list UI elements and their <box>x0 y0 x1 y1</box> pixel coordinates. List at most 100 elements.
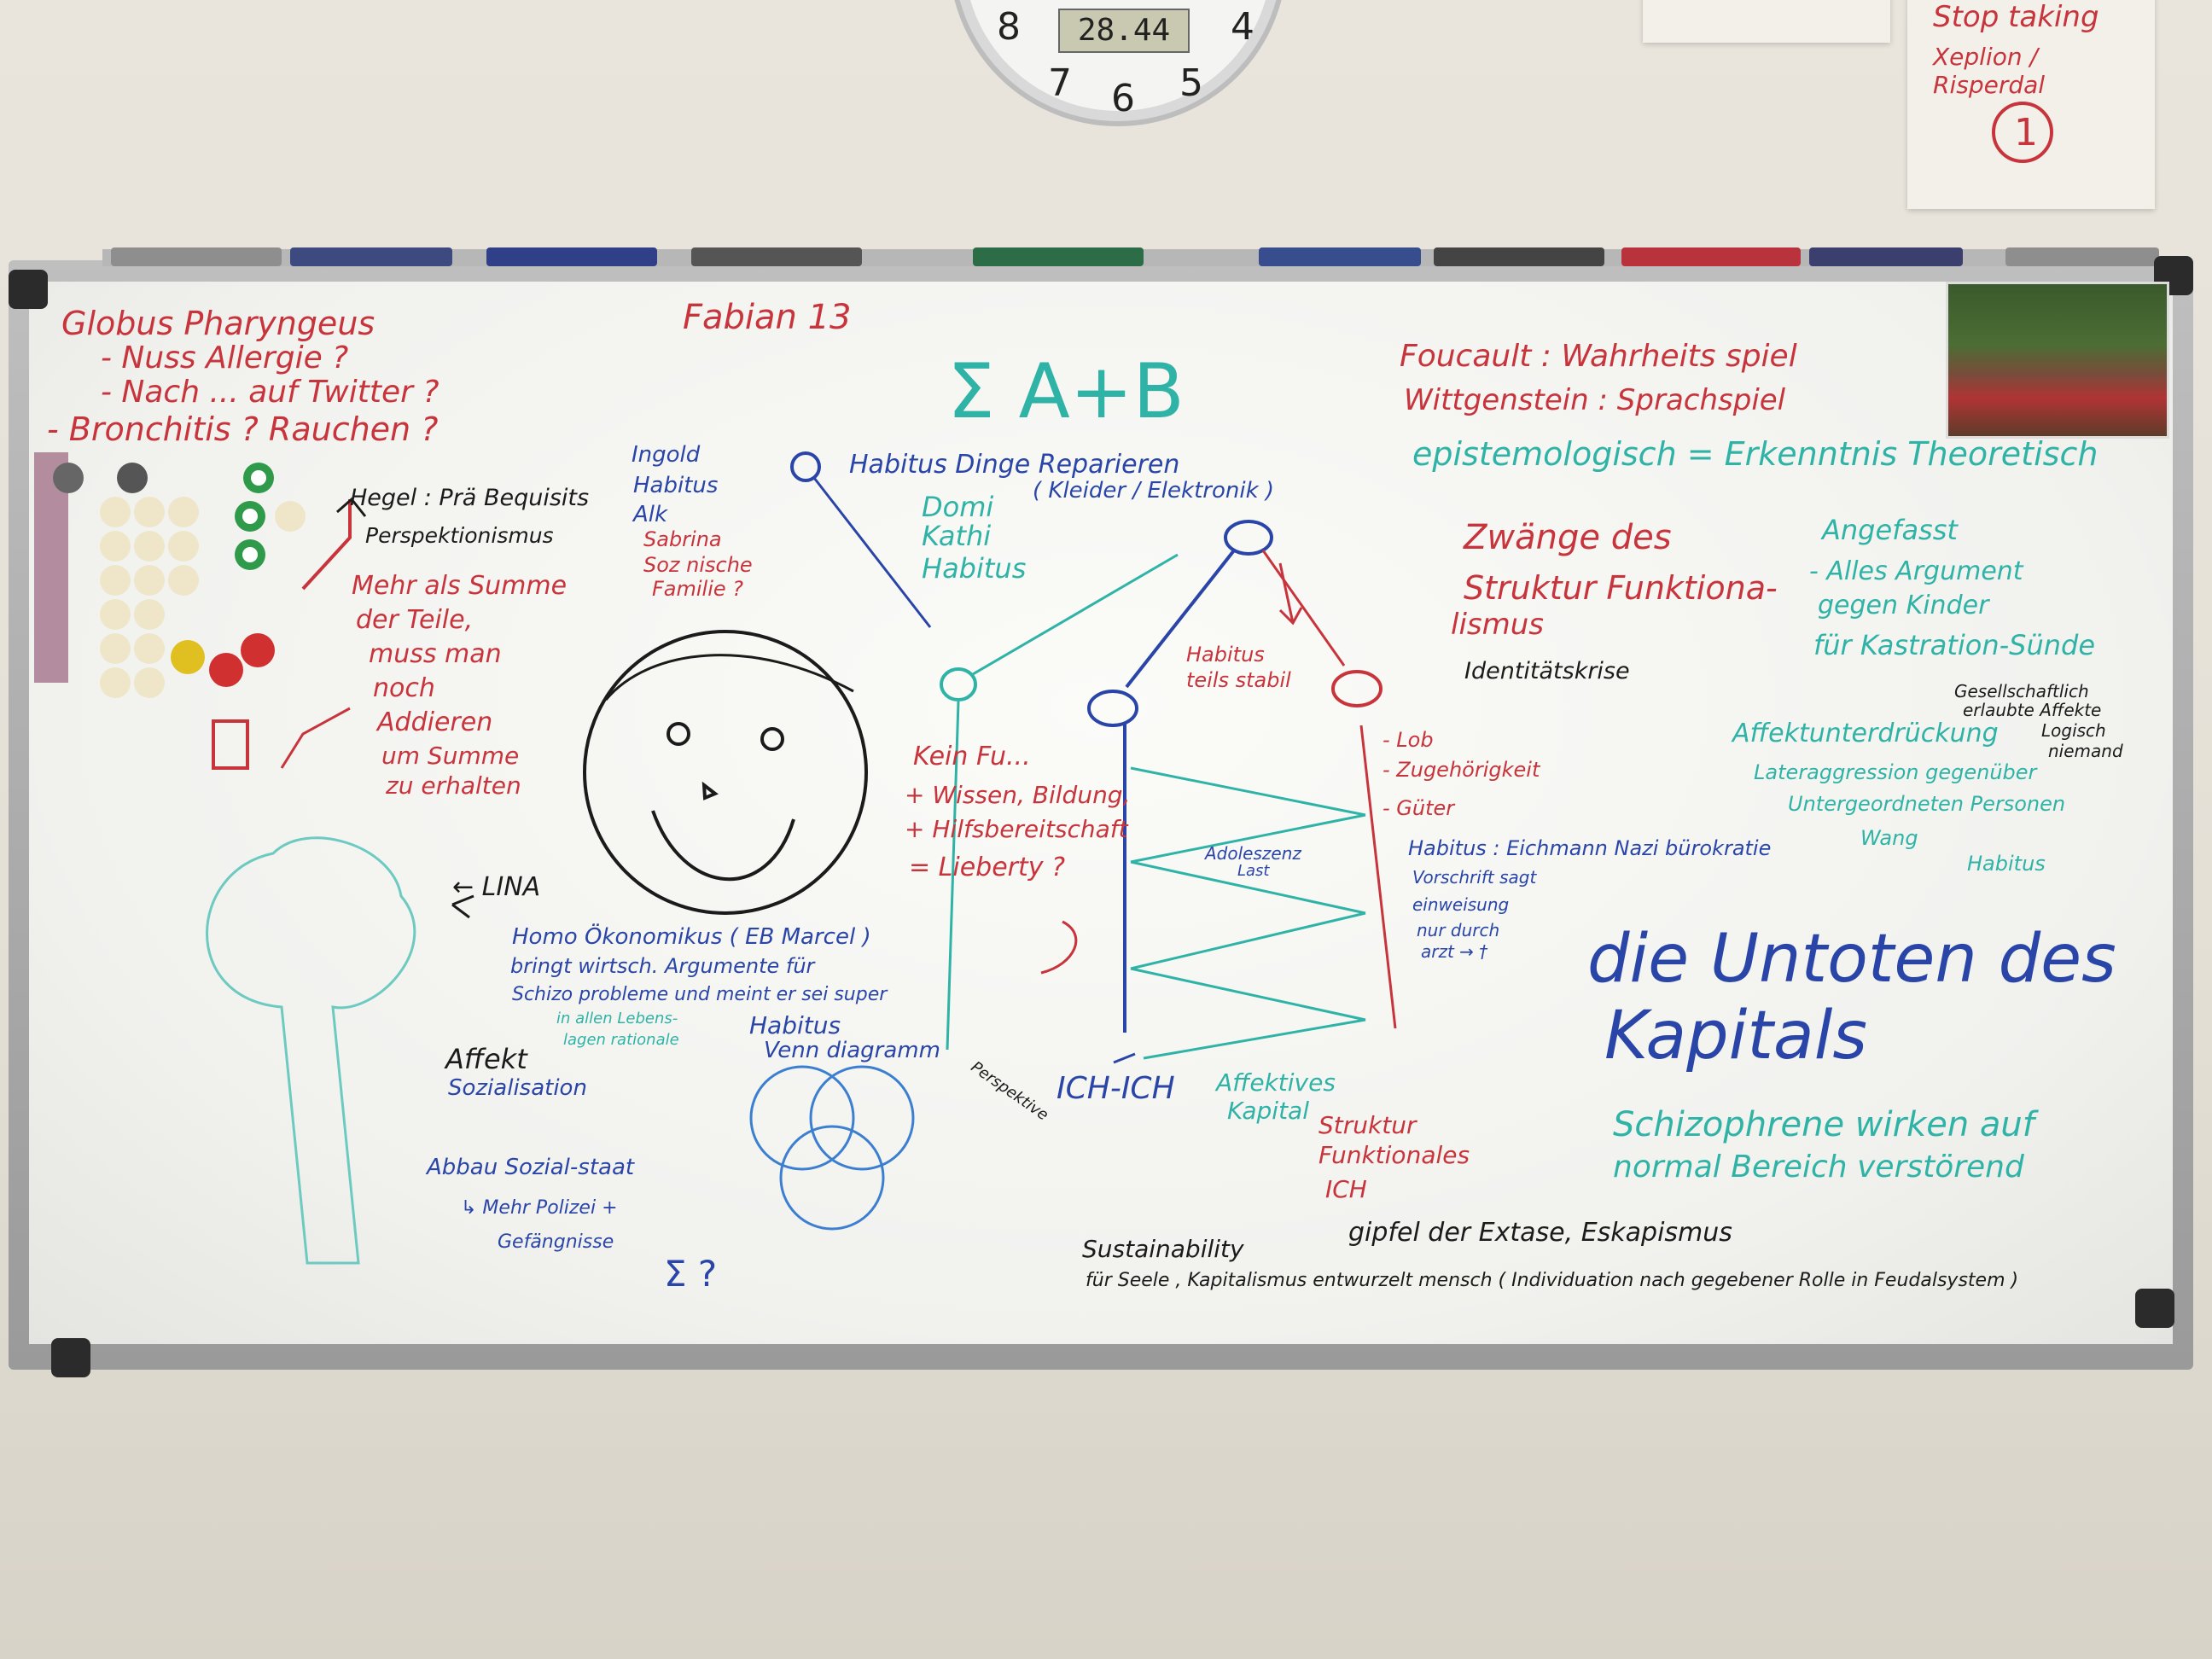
lob-line-1: - Lob <box>1382 728 1434 752</box>
ingold-line-6: Familie ? <box>652 577 744 601</box>
clock-number-8: 8 <box>997 5 1021 49</box>
adoleszenz-line-1: Adoleszenz <box>1205 843 1301 864</box>
struktur-line-1: Struktur <box>1318 1111 1417 1139</box>
zwaenge-line-1: Zwänge des <box>1464 518 1672 557</box>
marker-2[interactable] <box>290 247 452 266</box>
whiteboard-surface <box>29 282 2173 1344</box>
ingold-line-4: Sabrina <box>643 527 722 551</box>
gesellschaft-line-3: Logisch <box>2041 720 2106 741</box>
homo-line-5: lagen rationale <box>563 1031 679 1049</box>
ich-ich-label: ICH-ICH <box>1057 1071 1175 1106</box>
note-title: Stop taking <box>1933 0 2099 34</box>
kein-line-4: = Lieberty ? <box>909 853 1065 882</box>
marker-7[interactable] <box>1434 247 1604 266</box>
affektunterdrueckung-line-5: Habitus <box>1967 852 2046 876</box>
magnets-cluster <box>34 452 306 698</box>
kein-line-3: + Hilfsbereitschaft <box>905 815 1128 843</box>
lob-line-2: - Zugehörigkeit <box>1382 758 1540 782</box>
gesellschaft-line-2: erlaubte Affekte <box>1963 700 2102 720</box>
gesellschaft-line-4: niemand <box>2048 741 2123 761</box>
marker-5[interactable] <box>973 247 1144 266</box>
domi-line-3: Habitus <box>922 552 1027 585</box>
lob-line-3: - Güter <box>1382 796 1455 820</box>
marker-3[interactable] <box>486 247 657 266</box>
eichmann-line-2: Vorschrift sagt <box>1412 867 1537 888</box>
eichmann-line-4: nur durch <box>1417 920 1500 940</box>
fuer-seele-label: für Seele , Kapitalismus entwurzelt mens… <box>1086 1270 2019 1291</box>
eichmann-line-1: Habitus : Eichmann Nazi bürokratie <box>1408 836 1772 860</box>
domi-line-2: Kathi <box>922 520 992 552</box>
clock-face <box>954 0 1282 126</box>
mehr-line-4: noch <box>373 673 435 703</box>
eichmann-line-3: einweisung <box>1412 894 1510 915</box>
note-line: Xeplion / Risperdal <box>1933 43 2046 99</box>
sticky-note-left <box>1643 0 1890 43</box>
schizophrene-line-1: Schizophrene wirken auf <box>1613 1105 2034 1144</box>
clock-number-4: 4 <box>1231 5 1254 49</box>
zwaenge-line-3: lismus <box>1451 608 1544 642</box>
untoten-heading: die Untoten des <box>1587 921 2116 998</box>
sozialisation-label: Sozialisation <box>448 1075 587 1101</box>
frame-corner-bl <box>51 1338 90 1377</box>
marker-9[interactable] <box>1809 247 1963 266</box>
sustainability-label: Sustainability <box>1082 1235 1244 1263</box>
note-twitter: - Nach ... auf Twitter ? <box>101 375 439 410</box>
marker-10[interactable] <box>2005 247 2159 266</box>
venn-label: Venn diagramm <box>764 1038 940 1063</box>
schizophrene-line-2: normal Bereich verstörend <box>1613 1150 2024 1185</box>
wittgenstein-line: Wittgenstein : Sprachspiel <box>1404 383 1786 417</box>
ingold-line-5: Soz nische <box>643 553 753 577</box>
angefasst-line-3: gegen Kinder <box>1818 591 1989 620</box>
homo-line-4: in allen Lebens- <box>556 1010 678 1027</box>
mehr-line-6: um Summe <box>381 742 520 770</box>
marker-8[interactable] <box>1621 247 1801 266</box>
affekt-label: Affekt <box>445 1043 527 1075</box>
affektives-line-1: Affektives <box>1216 1068 1336 1097</box>
homo-line-1: Homo Ökonomikus ( EB Marcel ) <box>512 924 871 950</box>
marker-1[interactable] <box>111 247 282 266</box>
habitus-teils-1: Habitus <box>1186 643 1265 667</box>
clock-number-6: 6 <box>1111 77 1135 120</box>
affektunterdrueckung-line-1: Affektunterdrückung <box>1732 719 1999 748</box>
eichmann-line-5: arzt → † <box>1421 941 1488 962</box>
zwaenge-line-2: Struktur Funktiona- <box>1464 569 1778 607</box>
sigma-title: Σ A+B <box>947 347 1185 435</box>
hegel-line: Hegel : Prä Bequisits <box>350 485 590 511</box>
abbau-line-3: Gefängnisse <box>498 1231 614 1253</box>
note-circle-icon <box>1992 102 2053 163</box>
kein-line-2: + Wissen, Bildung, <box>905 781 1131 809</box>
domi-line-1: Domi <box>922 491 994 523</box>
clock-digital-display: 28.44 <box>1058 9 1190 53</box>
mehr-line-1: Mehr als Summe <box>352 571 568 601</box>
habitus-dinge: Habitus Dinge Reparieren <box>849 450 1180 480</box>
marker-6[interactable] <box>1259 247 1421 266</box>
habitus-teils-2: teils stabil <box>1186 668 1291 692</box>
note-bronchitis: - Bronchitis ? Rauchen ? <box>47 410 439 448</box>
kein-line-1: Kein Fu... <box>913 742 1031 771</box>
mehr-line-3: muss man <box>369 639 502 669</box>
frame-corner-br <box>2135 1289 2174 1328</box>
hegel-perspektionismus: Perspektionismus <box>365 523 554 548</box>
clock-number-5: 5 <box>1179 61 1203 105</box>
homo-line-3: Schizo probleme und meint er sei super <box>512 984 888 1005</box>
marker-4[interactable] <box>691 247 862 266</box>
struktur-line-2: Funktionales <box>1318 1141 1470 1169</box>
angefasst-line-4: für Kastration-Sünde <box>1813 629 2096 661</box>
mehr-line-5: Addieren <box>377 707 493 737</box>
habitus-kleider: ( Kleider / Elektronik ) <box>1033 478 1275 504</box>
date-heading: Fabian 13 <box>683 298 852 337</box>
venn-habitus: Habitus <box>749 1011 841 1039</box>
pinned-group-photo <box>1946 282 2169 439</box>
note-globus: Globus Pharyngeus <box>61 305 375 342</box>
ingold-line-3: Alk <box>633 502 668 527</box>
angefasst-line-1: Angefasst <box>1822 514 1958 546</box>
struktur-line-3: ICH <box>1325 1175 1367 1203</box>
note-number: 1 <box>2014 111 2038 154</box>
sticky-note-right: Stop taking Xeplion / Risperdal 1 <box>1907 0 2155 209</box>
mehr-line-2: der Teile, <box>356 605 474 635</box>
angefasst-line-2: - Alles Argument <box>1809 556 2023 586</box>
affektunterdrueckung-line-2: Lateraggression gegenüber <box>1754 760 2037 784</box>
identitaetskrise: Identitätskrise <box>1464 658 1630 684</box>
clock-number-7: 7 <box>1048 61 1072 105</box>
